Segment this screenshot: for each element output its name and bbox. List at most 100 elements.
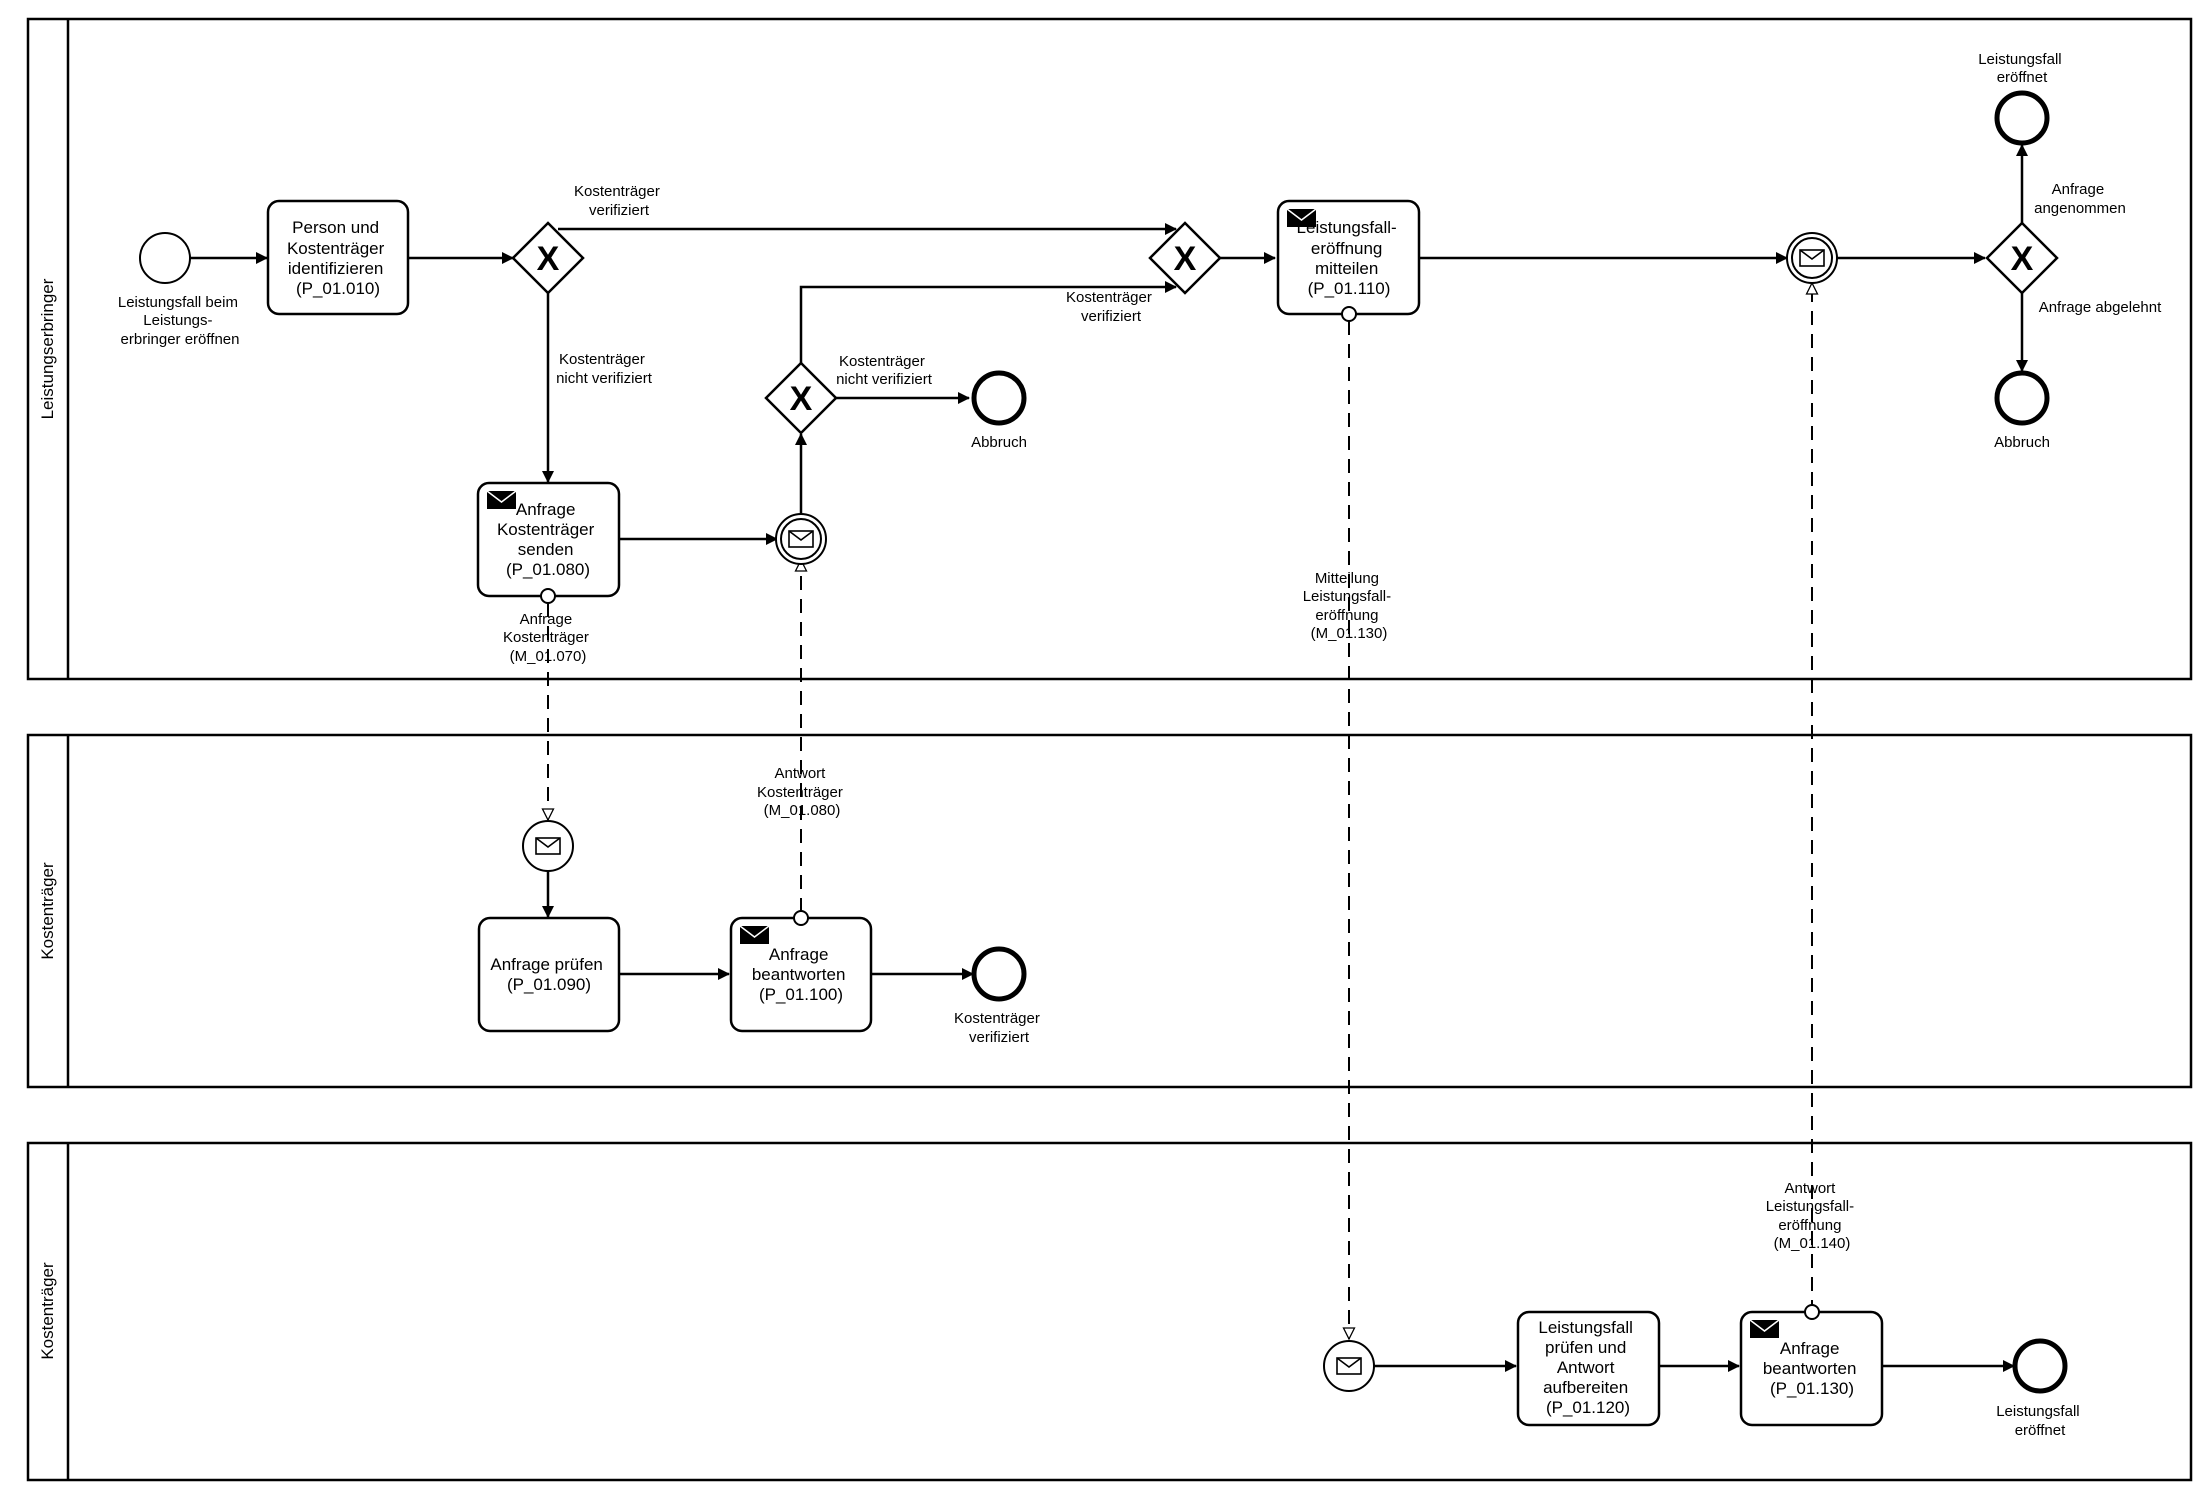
label-line: angenommen [2034,200,2126,217]
exclusive-gateway-2[interactable]: X [1148,221,1222,295]
gateway-symbol: X [790,380,813,418]
task-label-line: Anfrage [1780,1339,1840,1358]
task-label-line: Antwort [1557,1358,1615,1377]
svg-text:Anfrage beantworten: Anfrage beantworten (P_01.130) [1763,1339,1861,1398]
label-line: Leistungsfall beim [118,294,238,311]
envelope-icon [788,530,814,548]
label-line: Kostenträger [954,1010,1040,1027]
task-label-line: aufbereiten [1543,1378,1628,1397]
send-task-envelope-icon [1286,208,1317,227]
pool-label: Leistungserbringer [38,278,57,419]
end-event-label: Leistungsfall eröffnet [1996,1403,2084,1439]
label-line: erbringer eröffnen [121,331,240,348]
flow-label-g3-verified: Kostenträger verifiziert [1066,289,1156,325]
task-label-line: (P_01.100) [759,985,843,1004]
task-label-line: beantworten [1763,1359,1857,1378]
task-anfrage-pruefen[interactable]: Anfrage prüfen (P_01.090) [477,916,621,1033]
sequence-flows [190,144,2028,1372]
label-line: (M_01.070) [510,648,587,665]
label-line: verifiziert [969,1029,1030,1046]
exclusive-gateway-3[interactable]: X [764,361,838,435]
message-label-antwort-leistungsfall: Antwort Leistungsfall- eröffnung (M_01.1… [1766,1180,1859,1252]
flow-g3-verified[interactable] [799,281,1177,363]
envelope-icon [1799,249,1825,267]
task-label-line: (P_01.080) [506,560,590,579]
label-line: Antwort [774,765,826,782]
flow-label-g3-not-verified: Kostenträger nicht verifiziert [836,353,933,388]
task-label-line: identifizieren [288,259,383,278]
task-leistungsfall-mitteilen[interactable]: Leistungsfall- eröffnung mitteilen (P_01… [1276,199,1421,322]
label-line: Kostenträger [503,629,589,646]
flow-label-g4-rejected: Anfrage abgelehnt [2039,299,2162,316]
task-label-line: Leistungsfall [1538,1318,1633,1337]
message-start-event-1[interactable] [522,820,574,872]
label-line: Kostenträger [574,183,660,200]
message-label-anfrage-kostentraeger: Anfrage Kostenträger (M_01.070) [503,611,593,665]
end-event-label: Abbruch [1994,434,2050,451]
start-event[interactable] [139,232,191,284]
end-event-abbruch-2[interactable] [1994,370,2050,426]
label-line: verifiziert [1081,308,1142,325]
label-line: Leistungsfall [1996,1403,2079,1420]
task-anfrage-beantworten-1[interactable]: Anfrage beantworten (P_01.100) [729,910,873,1033]
label-line: (M_01.130) [1311,625,1388,642]
end-event-leistungsfall-eroeffnet-top[interactable] [1994,90,2050,146]
send-task-envelope-icon [739,925,770,944]
task-anfrage-senden[interactable]: Anfrage Kostenträger senden (P_01.080) [476,481,621,604]
exclusive-gateway-1[interactable]: X [511,221,585,295]
label-line: nicht verifiziert [836,371,933,388]
pool-leistungserbringer: Leistungserbringer [26,17,2193,681]
exclusive-gateway-4[interactable]: X [1985,221,2059,295]
gateway-symbol: X [537,240,560,278]
label-line: nicht verifiziert [556,370,653,387]
task-label-line: (P_01.010) [296,279,380,298]
flow-label-g4-accepted: Anfrage angenommen [2034,181,2126,217]
label-line: Kostenträger [559,351,645,368]
intermediate-message-event-2[interactable] [1786,232,1838,284]
task-label-line: (P_01.130) [1770,1379,1854,1398]
message-flows [548,283,1812,1339]
send-task-envelope-icon [486,490,517,509]
message-start-event-2[interactable] [1323,1340,1375,1392]
label-line: Leistungsfall- [1766,1198,1854,1215]
label-line: eröffnung [1778,1217,1841,1234]
end-event-label: Abbruch [971,434,1027,451]
label-line: Mitteilung [1315,570,1379,587]
task-label-line: senden [518,540,574,559]
task-label-line: Anfrage [516,500,576,519]
svg-text:Anfrage Kostenträger: Anfrage Kostenträger senden (P_01.080) [497,500,599,579]
label-line: (M_01.140) [1774,1235,1851,1252]
pool-kostentraeger-2: Kostenträger [26,1141,2193,1482]
message-label-mitteilung: Mitteilung Leistungsfall- eröffnung (M_0… [1303,570,1396,642]
intermediate-message-event-1[interactable] [775,513,827,565]
task-person-identifizieren[interactable]: Person und Kostenträger identifizieren (… [266,199,410,316]
task-label-line: Kostenträger [287,239,385,258]
task-label-line: beantworten [752,965,846,984]
end-event-label: Kostenträger verifiziert [954,1010,1044,1046]
label-line: Leistungsfall- [1303,588,1391,605]
end-event-abbruch-1[interactable] [971,370,1027,426]
end-event-label: Leistungsfall eröffnet [1978,51,2066,86]
end-event-leistungsfall-eroeffnet-bottom[interactable] [2012,1338,2068,1394]
envelope-icon [535,837,561,855]
label-line: Kostenträger [839,353,925,370]
task-leistungsfall-pruefen[interactable]: Leistungsfall prüfen und Antwort aufbere… [1516,1310,1661,1427]
task-label-line: Leistungsfall- [1297,218,1397,237]
label-line: Kostenträger [1066,289,1152,306]
task-label-line: Person und [292,218,379,237]
task-label-line: (P_01.110) [1308,279,1391,298]
svg-text:Leistungsfall- eröffnung: Leistungsfall- eröffnung mitteilen (P_01… [1297,218,1402,298]
label-line: Anfrage [520,611,573,628]
task-label-line: (P_01.090) [507,975,591,994]
flow-label-g1-verified: Kostenträger verifiziert [574,183,664,219]
task-label-line: eröffnung [1311,239,1383,258]
task-label-line: Kostenträger [497,520,595,539]
label-line: eröffnet [1997,69,2048,86]
pool-label: Kostenträger [38,1262,57,1360]
label-line: Kostenträger [757,784,843,801]
end-event-kostentraeger-verifiziert[interactable] [971,946,1027,1002]
start-event-label: Leistungsfall beim Leistungs- erbringer … [118,294,242,348]
pool-label: Kostenträger [38,862,57,960]
task-anfrage-beantworten-2[interactable]: Anfrage beantworten (P_01.130) [1739,1304,1884,1427]
envelope-icon [1336,1357,1362,1375]
